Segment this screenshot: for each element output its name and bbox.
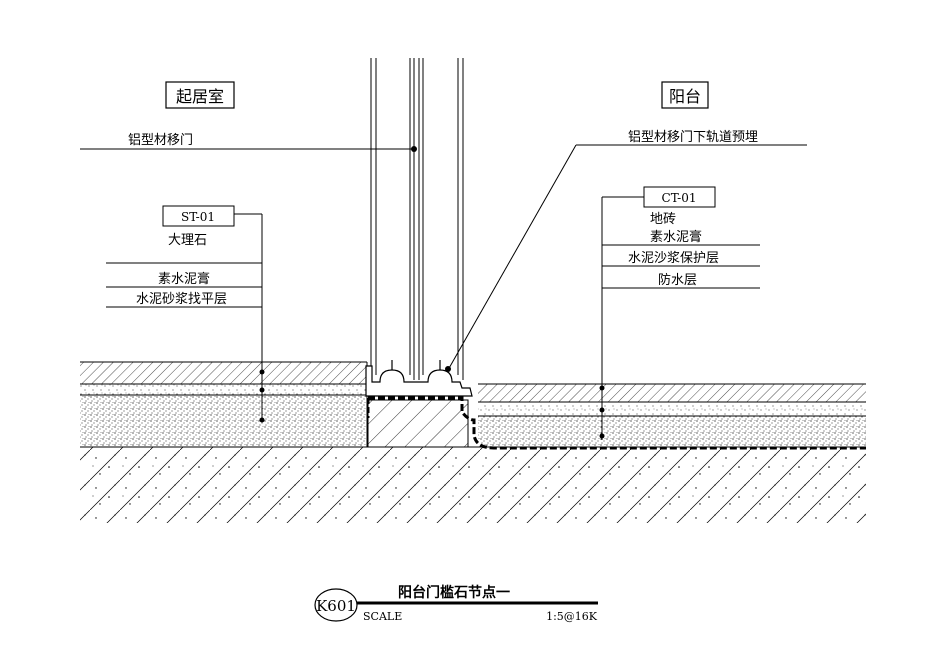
- tile-label: 地砖: [650, 212, 676, 227]
- st01-code-box: [162, 205, 235, 227]
- marble-label: 大理石: [168, 233, 207, 248]
- protective-mortar-layer-right: [478, 416, 866, 447]
- drawing-title: 阳台门槛石节点一: [398, 584, 510, 601]
- cement-paste-layer-left: [80, 384, 367, 395]
- scale-value: 1:5@16K: [546, 610, 598, 623]
- right-layer2-label: 水泥沙浆保护层: [628, 251, 719, 266]
- bottom-rail-profile: [365, 360, 473, 397]
- balcony-label: 阳台: [669, 87, 701, 106]
- st01-code: ST-01: [181, 210, 215, 224]
- sliding-door-frames: [370, 58, 464, 380]
- waterproof-layer: [368, 396, 866, 450]
- left-layer2-label: 水泥砂浆找平层: [136, 292, 227, 307]
- left-layer1-label: 素水泥膏: [158, 271, 210, 287]
- living-room-label: 起居室: [176, 87, 224, 106]
- drawing-number-bubble: [314, 588, 358, 622]
- threshold-stone: [367, 399, 469, 448]
- marble-layer-left: [80, 362, 367, 384]
- cement-paste-layer-right: [478, 402, 866, 416]
- living-room-label-box: [165, 81, 235, 109]
- right-layer3-label: 防水层: [658, 272, 697, 288]
- balcony-label-box: [661, 81, 709, 109]
- scale-label: SCALE: [363, 610, 402, 623]
- rail-label: 铝型材移门下轨道预埋: [628, 130, 758, 145]
- door-label: 铝型材移门: [128, 133, 193, 148]
- concrete-slab: [80, 447, 866, 523]
- leveling-mortar-layer-left: [80, 395, 367, 447]
- ct01-code-box: [643, 186, 716, 208]
- drawing-number: K601: [316, 597, 356, 615]
- floor-tile-layer-right: [478, 384, 866, 402]
- right-layer1-label: 素水泥膏: [650, 229, 702, 245]
- title-block: K601 阳台门槛石节点一 SCALE 1:5@16K: [314, 584, 598, 623]
- ct01-code: CT-01: [662, 191, 697, 205]
